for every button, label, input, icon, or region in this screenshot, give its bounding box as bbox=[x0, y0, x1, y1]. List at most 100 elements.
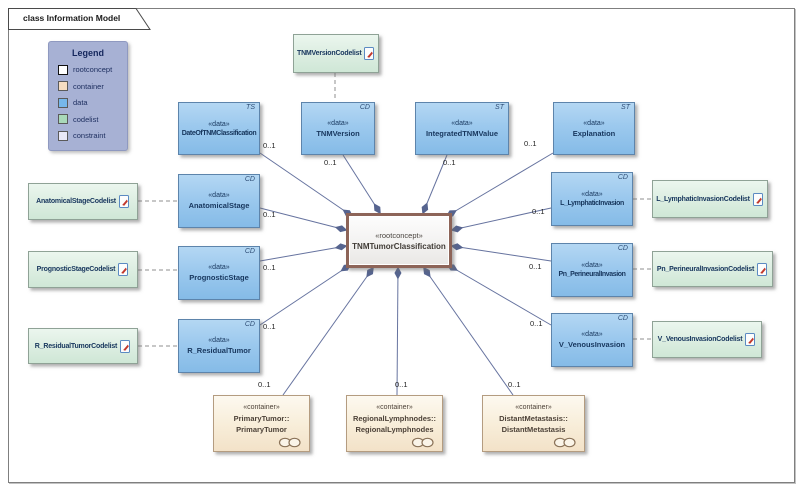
node-name: AnatomicalStageCodelist bbox=[36, 198, 116, 205]
legend-swatch-constraint bbox=[58, 130, 68, 141]
multiplicity-label: 0..1 bbox=[508, 380, 521, 389]
stereotype: «data» bbox=[583, 119, 605, 127]
legend-swatch-data bbox=[58, 97, 68, 108]
node-name: Pn_PerineuralInvasionCodelist bbox=[656, 265, 755, 273]
node-r-residualtumorcodelist[interactable]: R_ResidualTumorCodelist bbox=[28, 328, 138, 364]
document-icon bbox=[120, 339, 131, 353]
node-name: PrognosticStage bbox=[189, 273, 249, 282]
multiplicity-label: 0..1 bbox=[443, 158, 456, 167]
connector-v-venousinvasion bbox=[446, 264, 552, 326]
legend-item-rootconcept: rootconcept bbox=[58, 64, 127, 75]
type-tag: TS bbox=[246, 104, 255, 111]
legend-label: container bbox=[73, 81, 104, 91]
legend-item-data: data bbox=[58, 97, 127, 108]
linked-circles-icon bbox=[278, 437, 301, 448]
node-name: R_ResidualTumor bbox=[187, 346, 251, 355]
stereotype: «data» bbox=[208, 192, 230, 199]
stereotype: «container» bbox=[376, 404, 413, 411]
type-tag: CD bbox=[617, 245, 628, 252]
node-prognosticstagecodelist[interactable]: PrognosticStageCodelist bbox=[28, 251, 138, 288]
connector-explanation bbox=[445, 152, 554, 217]
node-pn-perineuralinvasioncodelist[interactable]: Pn_PerineuralInvasionCodelist bbox=[652, 251, 773, 287]
node-name: TNMTumorClassification bbox=[352, 241, 446, 251]
node-tnmversioncodelist[interactable]: TNMVersionCodelist bbox=[293, 34, 379, 73]
connector-regionallymphnodes bbox=[394, 266, 402, 396]
multiplicity-label: 0..1 bbox=[530, 319, 543, 328]
type-tag: CD bbox=[244, 176, 255, 183]
connector-r-residualtumor bbox=[259, 264, 352, 326]
connector-prognosticstage bbox=[259, 243, 348, 262]
document-icon bbox=[118, 195, 129, 208]
stereotype: «data» bbox=[208, 337, 230, 344]
node-integratedtnmvalue[interactable]: ST «data» IntegratedTNMValue bbox=[415, 102, 509, 155]
document-icon bbox=[118, 263, 129, 276]
stereotype: «data» bbox=[581, 262, 603, 269]
multiplicity-label: 0..1 bbox=[524, 139, 537, 148]
stereotype: «data» bbox=[581, 331, 603, 338]
legend-swatch-codelist bbox=[58, 114, 68, 124]
node-name: TNMVersionCodelist bbox=[297, 50, 362, 57]
legend-item-constraint: constraint bbox=[58, 130, 127, 141]
multiplicity-label: 0..1 bbox=[263, 322, 276, 331]
legend-swatch-container bbox=[58, 81, 68, 91]
connector-tnmversion bbox=[342, 154, 381, 215]
stereotype: «data» bbox=[581, 191, 603, 198]
type-tag: CD bbox=[617, 315, 628, 322]
stereotype: «rootconcept» bbox=[375, 230, 423, 240]
node-anatomicalstage[interactable]: CD «data» AnatomicalStage bbox=[178, 174, 260, 228]
connector-integratedtnmvalue bbox=[421, 154, 448, 215]
legend-title: Legend bbox=[71, 48, 104, 58]
node-l-lymphaticinvasion[interactable]: CD «data» L_LymphaticInvasion bbox=[551, 172, 633, 226]
node-name: RegionalLymphnodes bbox=[355, 425, 434, 435]
legend-label: data bbox=[73, 98, 88, 107]
node-v-venousinvasion[interactable]: CD «data» V_VenousInvasion bbox=[551, 313, 633, 367]
node-regionallymphnodes[interactable]: «container» RegionalLymphnodes:: Regiona… bbox=[346, 395, 443, 452]
node-name: V_VenousInvasionCodelist bbox=[657, 336, 743, 343]
stereotype: «data» bbox=[327, 119, 349, 127]
node-l-lymphaticinvasioncodelist[interactable]: L_LymphaticInvasionCodelist bbox=[652, 180, 768, 218]
node-dateoftnmclassification[interactable]: TS «data» DateOfTNMClassification bbox=[178, 102, 260, 155]
multiplicity-label: 0..1 bbox=[532, 207, 545, 216]
document-icon bbox=[364, 47, 375, 60]
type-tag: ST bbox=[495, 104, 504, 111]
node-name-qualifier: RegionalLymphnodes:: bbox=[352, 414, 437, 423]
multiplicity-label: 0..1 bbox=[395, 380, 408, 389]
legend-label: rootconcept bbox=[73, 65, 113, 74]
node-name-qualifier: PrimaryTumor:: bbox=[233, 414, 290, 423]
node-name: R_ResidualTumorCodelist bbox=[34, 342, 118, 350]
node-explanation[interactable]: ST «data» Explanation bbox=[553, 102, 635, 155]
node-distantmetastasis[interactable]: «container» DistantMetastasis:: DistantM… bbox=[482, 395, 585, 452]
node-tnmtumorclassification[interactable]: «rootconcept» TNMTumorClassification bbox=[346, 213, 452, 268]
legend-panel: Legend rootconcept container data codeli… bbox=[48, 41, 128, 151]
node-name: DistantMetastasis bbox=[501, 425, 566, 435]
stereotype: «data» bbox=[208, 120, 230, 128]
node-name: DateOfTNMClassification bbox=[181, 129, 257, 137]
document-icon bbox=[757, 262, 768, 276]
type-tag: CD bbox=[244, 321, 255, 328]
type-tag: CD bbox=[359, 104, 370, 111]
multiplicity-label: 0..1 bbox=[263, 210, 276, 219]
node-prognosticstage[interactable]: CD «data» PrognosticStage bbox=[178, 246, 260, 300]
multiplicity-label: 0..1 bbox=[258, 380, 271, 389]
type-tag: CD bbox=[617, 174, 628, 181]
node-r-residualtumor[interactable]: CD «data» R_ResidualTumor bbox=[178, 319, 260, 373]
diagram-frame bbox=[8, 8, 795, 483]
node-tnmversion[interactable]: CD «data» TNMVersion bbox=[301, 102, 375, 155]
stereotype: «container» bbox=[515, 404, 552, 411]
node-pn-perineuralinvasion[interactable]: CD «data» Pn_PerineuralInvasion bbox=[551, 243, 633, 297]
linked-circles-icon bbox=[553, 437, 576, 448]
diagram-title: class Information Model bbox=[23, 13, 121, 23]
multiplicity-label: 0..1 bbox=[263, 263, 276, 272]
diagram-title-tab: class Information Model bbox=[8, 8, 160, 31]
node-name: IntegratedTNMValue bbox=[425, 128, 499, 138]
node-anatomicalstagecodelist[interactable]: AnatomicalStageCodelist bbox=[28, 183, 138, 220]
multiplicity-label: 0..1 bbox=[263, 141, 276, 150]
node-v-venousinvasioncodelist[interactable]: V_VenousInvasionCodelist bbox=[652, 321, 762, 358]
multiplicity-label: 0..1 bbox=[529, 262, 542, 271]
node-name: AnatomicalStage bbox=[188, 201, 250, 210]
legend-swatch-rootconcept bbox=[58, 64, 68, 75]
stereotype: «data» bbox=[451, 119, 473, 127]
node-primarytumor[interactable]: «container» PrimaryTumor:: PrimaryTumor bbox=[213, 395, 310, 452]
